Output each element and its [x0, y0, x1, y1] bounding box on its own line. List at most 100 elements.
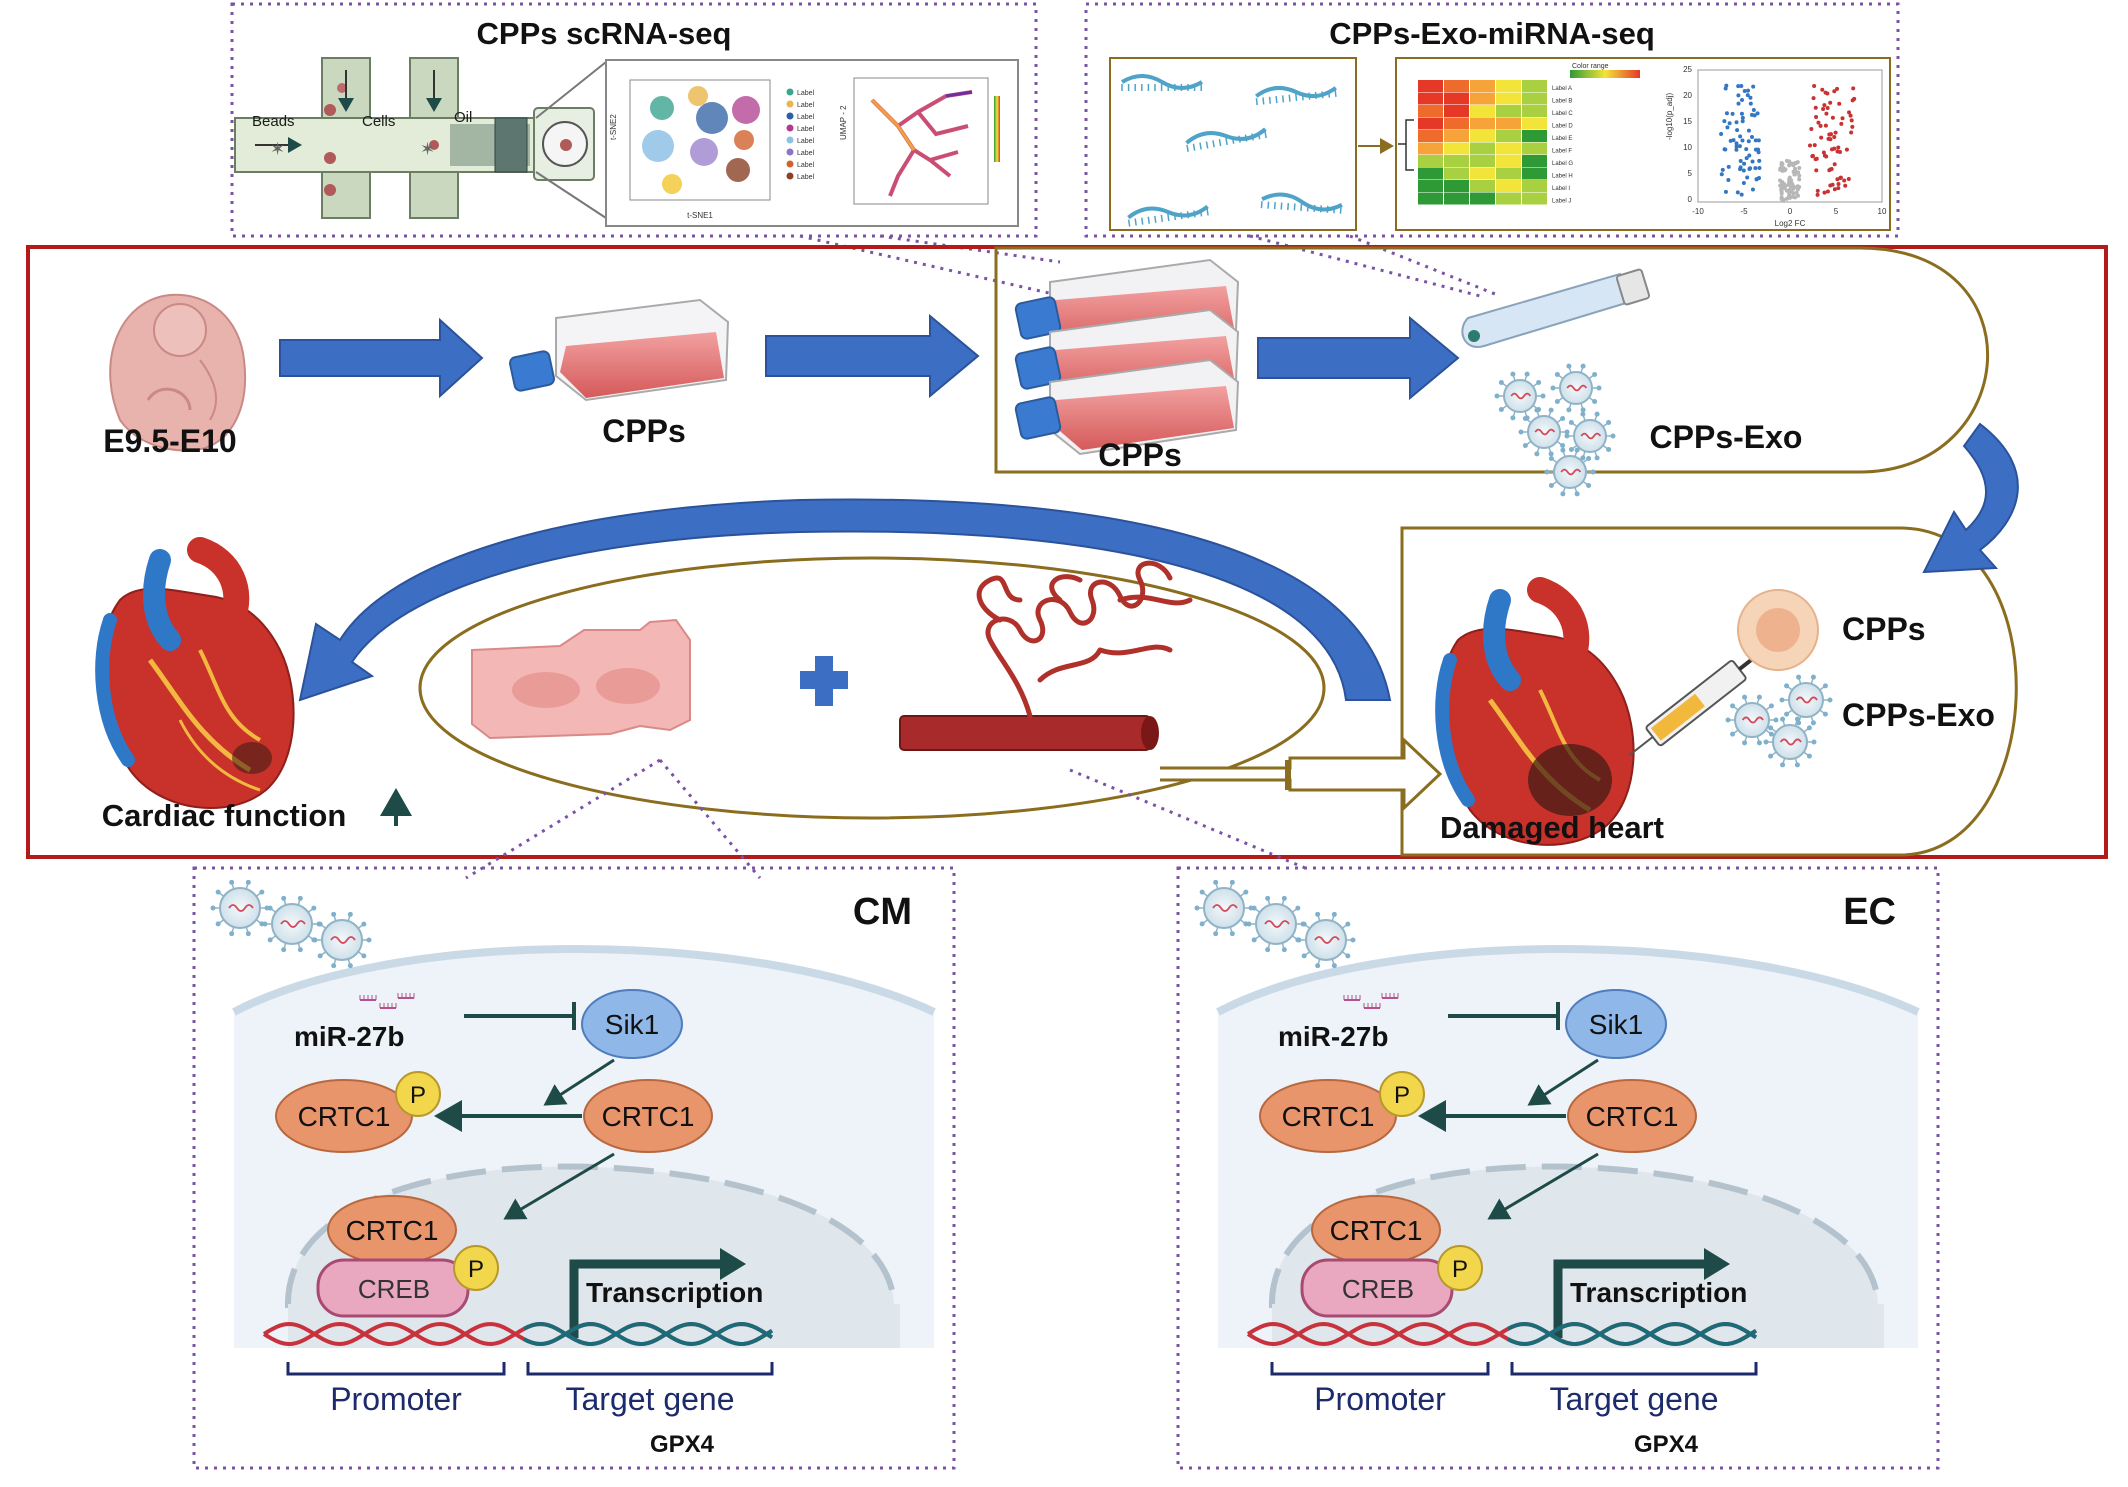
volcano-point	[1753, 166, 1758, 171]
volcano-point	[1793, 161, 1798, 166]
sik1-label: Sik1	[1589, 1009, 1643, 1040]
volcano-point	[1832, 187, 1837, 192]
volcano-point	[1828, 132, 1833, 137]
tsne-legend-label: Label	[797, 162, 815, 169]
volcano-point	[1736, 101, 1741, 106]
volcano-point	[1850, 124, 1855, 129]
umap-ylabel: UMAP - 2	[839, 105, 848, 140]
scrna-title: CPPs scRNA-seq	[477, 16, 732, 51]
tsne-xlabel: t-SNE1	[687, 211, 713, 220]
volcano-point	[1753, 138, 1758, 143]
blood-vessel-icon	[899, 560, 1193, 751]
transcription-label: Transcription	[586, 1277, 763, 1308]
cell-membrane	[232, 945, 936, 1016]
flow-arrows	[279, 313, 1460, 401]
heatmap-cell	[1444, 130, 1469, 142]
heatmap-row-label: Label J	[1552, 199, 1571, 205]
volcano-point	[1748, 95, 1753, 100]
transcription-arrowhead	[720, 1248, 746, 1280]
volcano-point	[1744, 156, 1749, 161]
volcano-point	[1812, 84, 1817, 89]
heatmap-row-label: Label C	[1552, 111, 1573, 117]
cells-label: Cells	[362, 113, 395, 130]
heatmap-cell	[1522, 155, 1547, 167]
tsne-legend-label: Label	[797, 114, 815, 121]
exosome-icon	[262, 895, 322, 953]
mirna-strand-icon	[1120, 74, 1204, 91]
volcano-point	[1810, 154, 1815, 159]
volcano-point	[1812, 143, 1817, 148]
heatmap-cell	[1418, 105, 1443, 117]
exosome-icon	[1194, 879, 1254, 937]
crtc1-label: CRTC1	[602, 1101, 695, 1132]
tsne-legend-label: Label	[797, 90, 815, 97]
heatmap-row-label: Label I	[1552, 186, 1570, 192]
heatmap-cell	[1444, 180, 1469, 192]
treat-exosome-cluster	[1725, 674, 1833, 768]
exosome-icon	[1296, 911, 1356, 969]
damaged-heart-icon	[1435, 577, 1635, 846]
phospho-label: P	[410, 1082, 426, 1109]
mirna-strand-icon	[1185, 127, 1267, 152]
volcano-point	[1723, 147, 1728, 152]
heatmap-cell	[1470, 130, 1495, 142]
heatmap-cell	[1444, 192, 1469, 205]
volcano-point	[1724, 111, 1729, 116]
scrna-plots-box	[605, 59, 1019, 227]
volcano-point	[1740, 138, 1745, 143]
volcano-point	[1739, 192, 1744, 197]
creb-label: CREB	[1342, 1274, 1414, 1304]
heatmap-cell	[1418, 180, 1443, 192]
crtc1-p-label: CRTC1	[298, 1101, 391, 1132]
target-gene-bracket	[1510, 1362, 1758, 1376]
arrow-crtc1-to-nucleus	[503, 1152, 615, 1220]
heatmap-row-label: Label G	[1552, 161, 1573, 167]
volcano-point	[1836, 145, 1841, 150]
heatmap-row-label: Label H	[1552, 174, 1573, 180]
volcano-ytick: 25	[1683, 65, 1692, 74]
cardiomyocyte-icon	[471, 618, 691, 740]
heatmap-cell	[1496, 130, 1521, 142]
heatmap-cell	[1444, 142, 1469, 155]
mirna-strands-box	[1109, 57, 1357, 231]
volcano-point	[1781, 166, 1786, 171]
volcano-point	[1825, 91, 1830, 96]
volcano-point	[1797, 173, 1802, 178]
volcano-xtick: 0	[1788, 207, 1793, 216]
centrifuge-tube-icon	[1461, 268, 1651, 349]
volcano-point	[1813, 105, 1818, 110]
exosome-icon	[1544, 447, 1596, 497]
volcano-xtick: -5	[1740, 207, 1748, 216]
heatmap-cell	[1418, 117, 1443, 130]
heatmap-cell	[1522, 180, 1547, 192]
volcano-point	[1740, 115, 1745, 120]
volcano-point	[1832, 162, 1837, 167]
dna-helix	[1246, 1321, 1758, 1347]
volcano-point	[1725, 125, 1730, 130]
volcano-point	[1742, 88, 1747, 93]
umap-plot: UMAP - 2	[839, 77, 1000, 205]
creb-phospho-badge	[1437, 1245, 1483, 1291]
volcano-point	[1779, 180, 1784, 185]
phospho-label: P	[1394, 1082, 1410, 1109]
volcano-point	[1728, 138, 1733, 143]
volcano-point	[1751, 84, 1756, 89]
volcano-point	[1832, 146, 1837, 151]
inhibition-arrow	[464, 1002, 576, 1030]
volcano-point	[1826, 136, 1831, 141]
volcano-point	[1781, 197, 1786, 202]
volcano-point	[1738, 159, 1743, 164]
svg-text:✶: ✶	[420, 139, 435, 159]
heatmap-cell	[1444, 167, 1469, 180]
arrow-sik1-phosphorylate	[543, 1058, 615, 1106]
tsne-legend-label: Label	[797, 138, 815, 145]
heatmap-cell	[1522, 80, 1547, 92]
volcano-point	[1780, 184, 1785, 189]
heatmap-legend-label: Color range	[1572, 63, 1609, 70]
cell-type-label: EC	[1843, 891, 1896, 933]
volcano-xtick: 10	[1878, 207, 1887, 216]
volcano-ylabel: -log10(p_adj)	[1665, 93, 1674, 140]
volcano-point	[1832, 89, 1837, 94]
volcano-point	[1823, 123, 1828, 128]
